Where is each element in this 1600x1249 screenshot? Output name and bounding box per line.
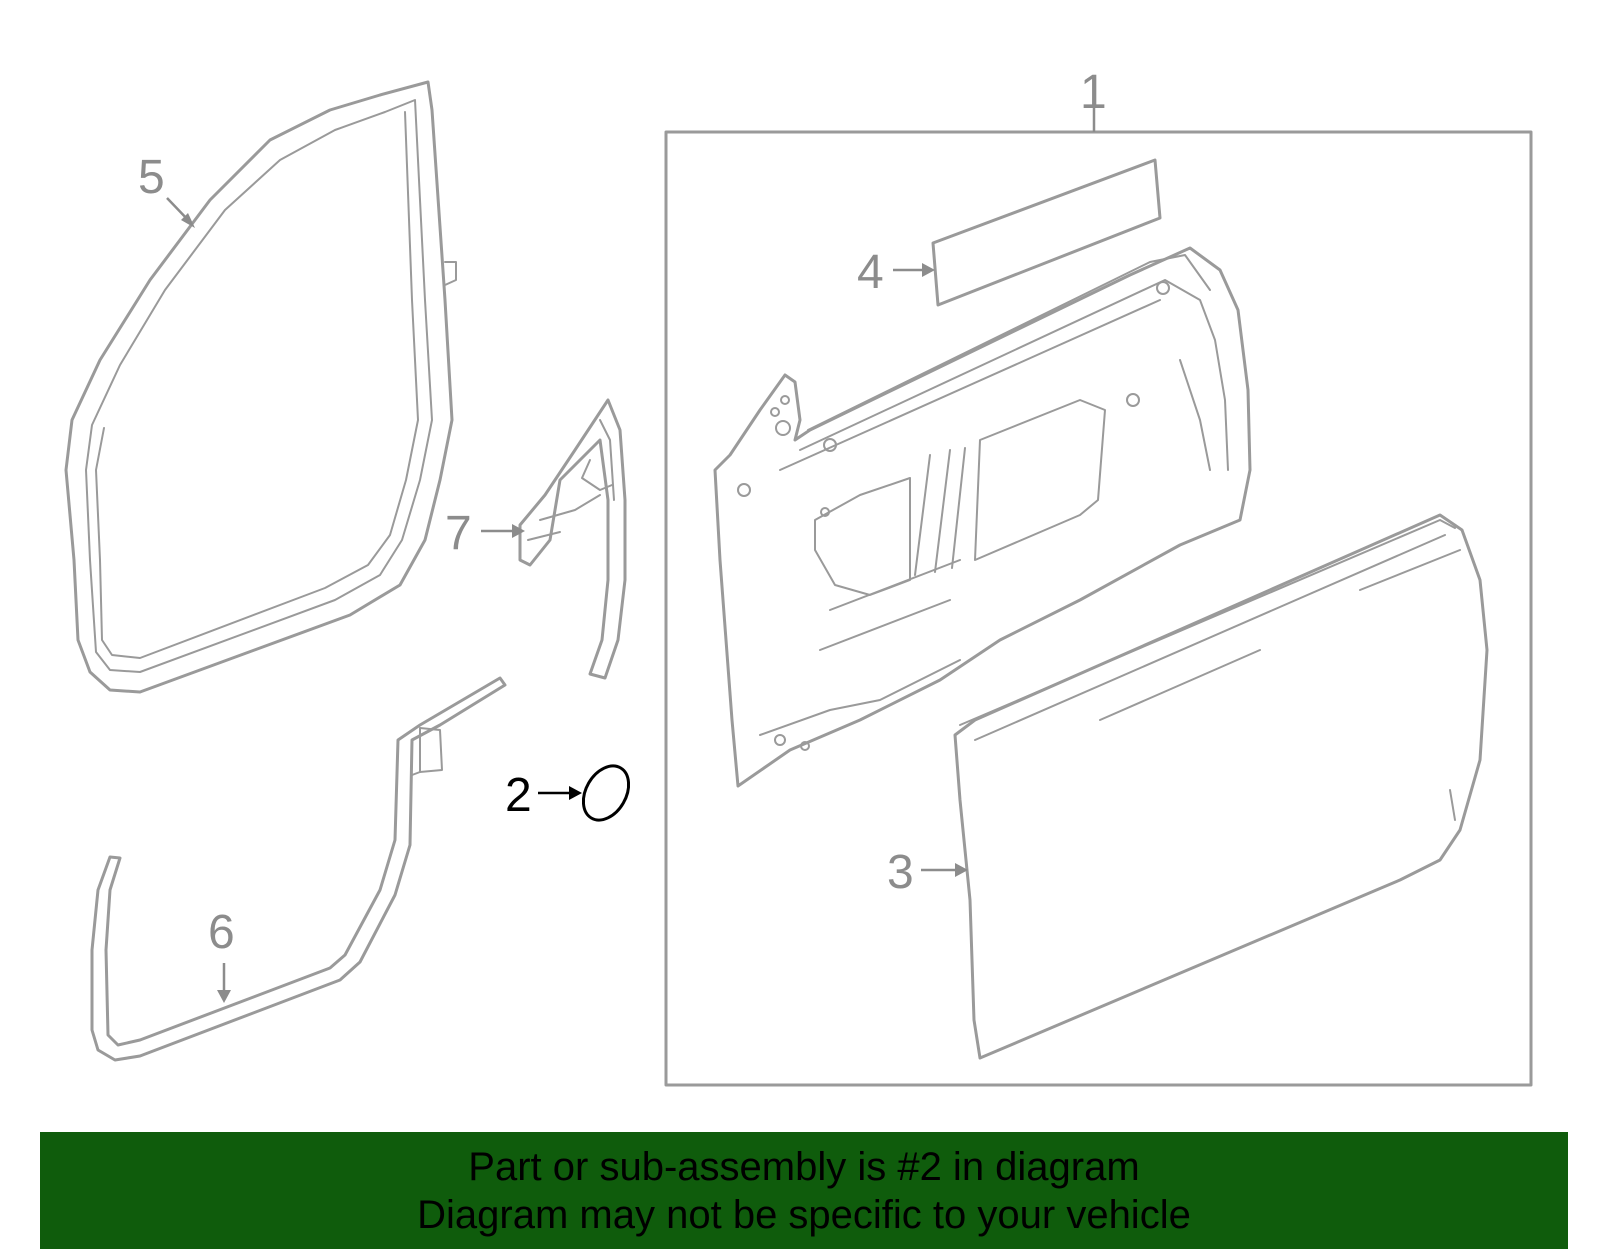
part-3-outer-skin [953, 513, 1489, 1060]
part-5-weatherstrip [64, 80, 457, 694]
part-4-label [931, 158, 1162, 307]
part-1-door-assembly-box [664, 108, 1533, 1087]
callout-arrows [166, 197, 968, 1003]
door-inner-shell [713, 246, 1252, 788]
callout-2: 2 [505, 769, 532, 822]
callout-6: 6 [208, 906, 235, 959]
callout-5: 5 [138, 151, 165, 204]
info-banner: Part or sub-assembly is #2 in diagram Di… [40, 1132, 1568, 1249]
callout-4: 4 [857, 246, 884, 299]
banner-line-1: Part or sub-assembly is #2 in diagram [468, 1144, 1140, 1189]
callout-7: 7 [445, 507, 472, 560]
part-6-lower-weatherstrip [90, 676, 507, 1062]
part-7-window-channel [518, 398, 627, 680]
part-2-ring [581, 764, 631, 822]
callout-1: 1 [1080, 66, 1107, 119]
banner-line-2: Diagram may not be specific to your vehi… [417, 1192, 1191, 1237]
callout-3: 3 [887, 846, 914, 899]
